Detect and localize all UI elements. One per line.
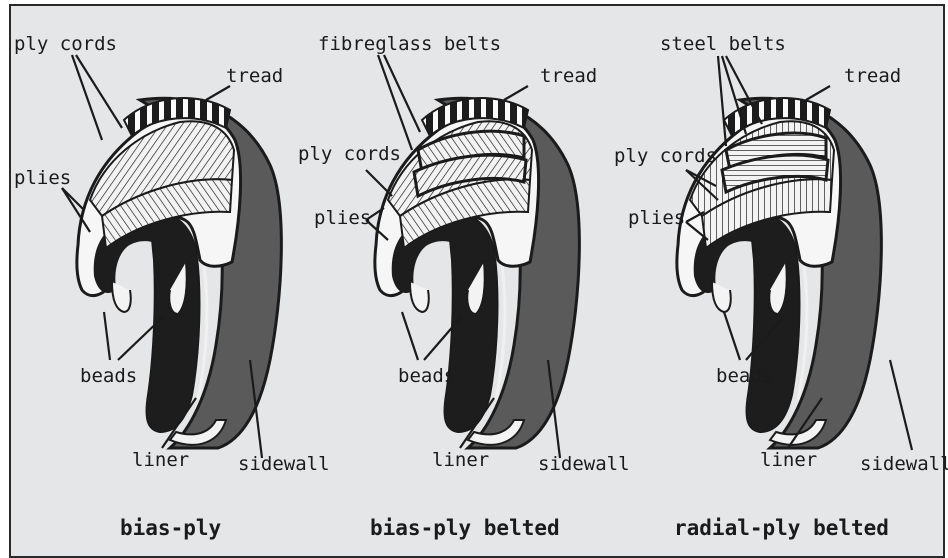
label-sidewall-2: sidewall [538,453,630,475]
label-tread-1: tread [226,65,283,87]
tire-bias-ply [77,98,282,448]
label-plies-2: plies [314,207,371,229]
label-steel-belts: steel belts [660,33,786,55]
label-liner-3: liner [760,449,817,471]
tire-bias-ply-belted [375,98,580,448]
caption-bias-ply-belted: bias-ply belted [370,516,560,540]
label-sidewall-3: sidewall [860,453,948,475]
label-sidewall-1: sidewall [238,453,330,475]
label-liner-2: liner [432,449,489,471]
label-tread-3: tread [844,65,901,87]
label-ply-cords-2: ply cords [298,143,401,165]
label-ply-cords-1: ply cords [14,33,117,55]
label-ply-cords-3: ply cords [614,145,717,167]
label-liner-1: liner [132,449,189,471]
label-fibreglass-belts: fibreglass belts [318,33,501,55]
label-tread-2: tread [540,65,597,87]
label-beads-3: beads [716,365,773,387]
label-beads-2: beads [398,365,455,387]
label-beads-1: beads [80,365,137,387]
caption-bias-ply: bias-ply [120,516,222,540]
label-plies-1: plies [14,167,71,189]
caption-radial-ply-belted: radial-ply belted [674,516,889,540]
label-plies-3: plies [628,207,685,229]
